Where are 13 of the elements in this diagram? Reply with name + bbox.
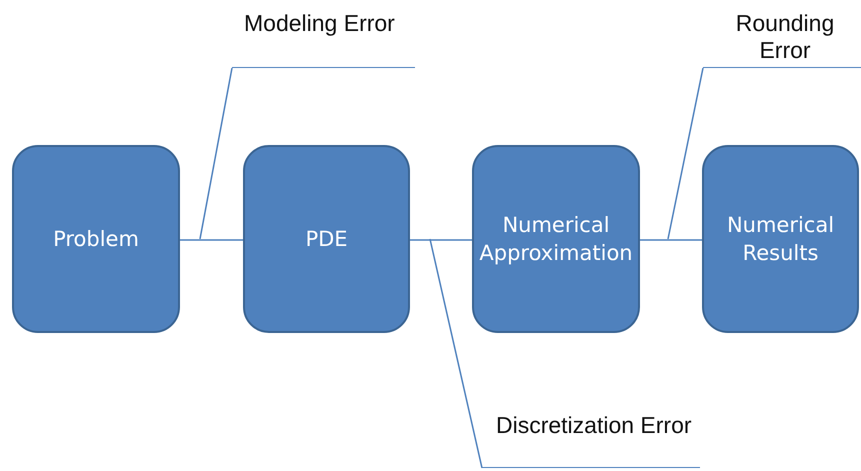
process-box: Numerical Results bbox=[702, 145, 859, 333]
process-box: PDE bbox=[243, 145, 410, 333]
callout-text: Discretization Error bbox=[496, 412, 692, 439]
connector-line bbox=[410, 239, 472, 241]
callout-text: Modeling Error bbox=[244, 10, 395, 37]
leader-line bbox=[429, 238, 483, 468]
process-box: Problem bbox=[12, 145, 180, 333]
connector-line bbox=[180, 239, 243, 241]
leader-line bbox=[199, 68, 233, 240]
connector-line bbox=[640, 239, 702, 241]
callout-text: Rounding Error bbox=[734, 10, 836, 64]
process-box: Numerical Approximation bbox=[472, 145, 640, 333]
leader-line bbox=[667, 68, 704, 240]
